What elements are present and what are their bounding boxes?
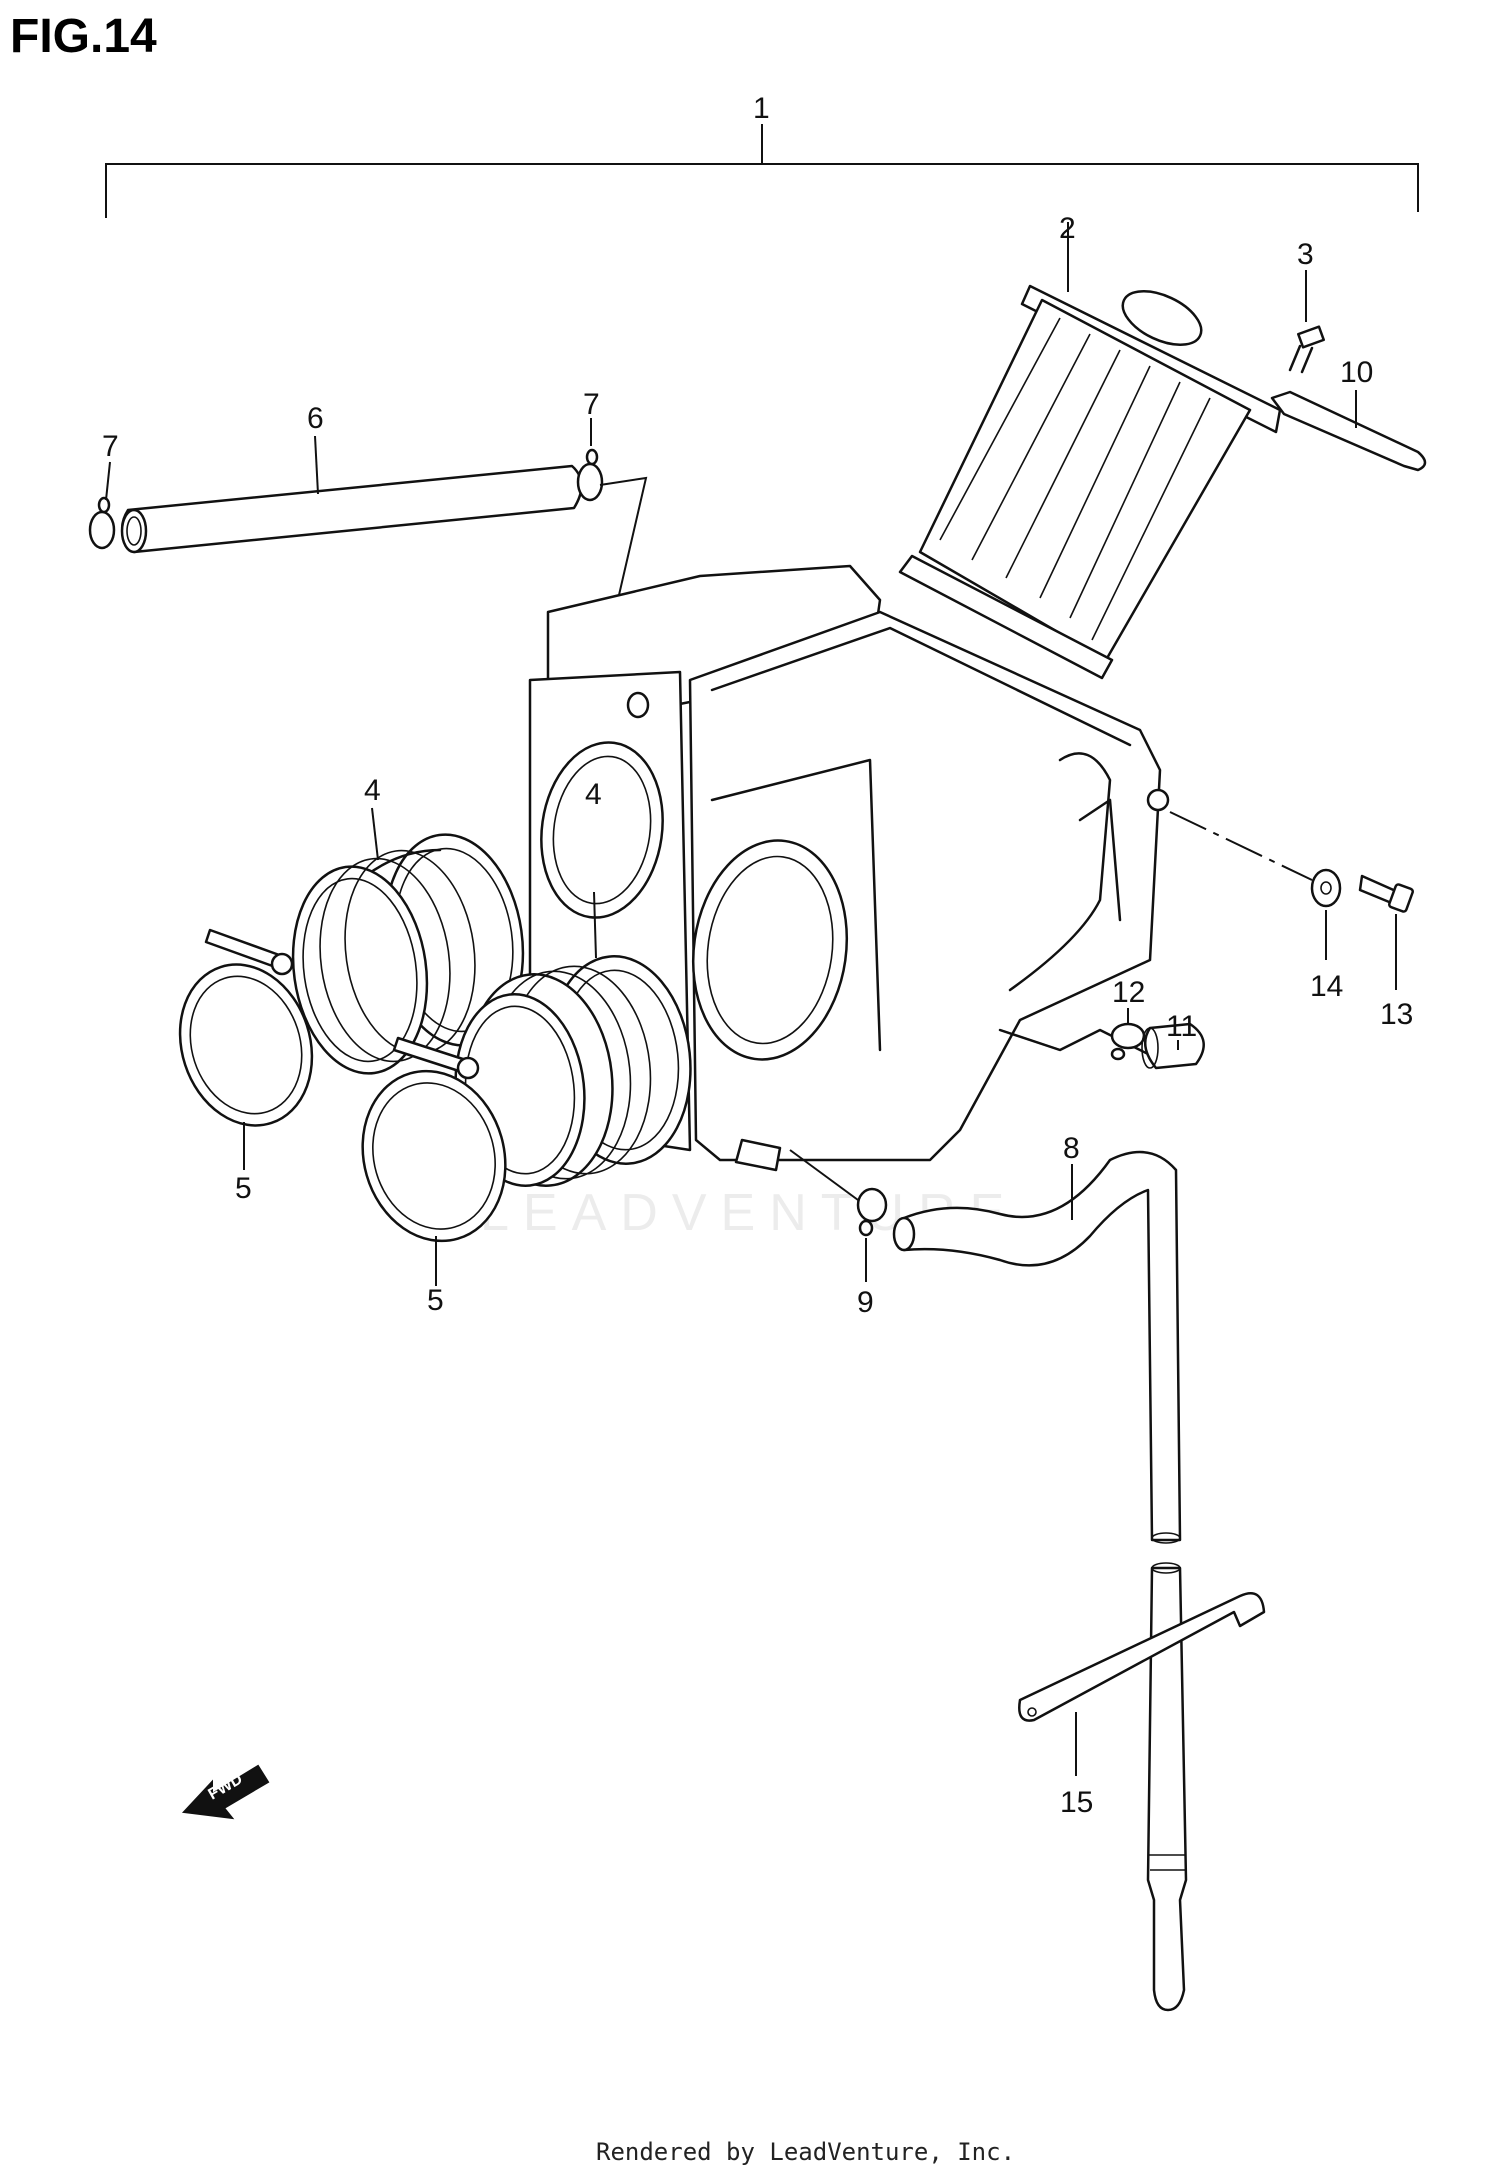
- washer-part-14: [1310, 868, 1342, 908]
- drain-tube-lower: [1146, 1562, 1188, 2012]
- hose-guide-part-15: [1018, 1592, 1266, 1722]
- callout-2: 2: [1059, 212, 1076, 245]
- drain-cap-part-11: [1141, 1022, 1205, 1070]
- callout-7a: 7: [102, 430, 119, 463]
- callout-5b: 5: [427, 1284, 444, 1317]
- clip-part-10: [1270, 390, 1427, 472]
- callout-4b: 4: [585, 778, 602, 811]
- callout-13: 13: [1380, 998, 1413, 1031]
- screw-part-3: [1288, 325, 1325, 374]
- callout-3: 3: [1297, 238, 1314, 271]
- callout-4a: 4: [364, 774, 381, 807]
- callout-9: 9: [857, 1286, 874, 1319]
- callout-7b: 7: [583, 388, 600, 421]
- callout-10: 10: [1340, 356, 1373, 389]
- callout-14: 14: [1310, 970, 1343, 1003]
- callout-11: 11: [1166, 1010, 1197, 1043]
- clamp-part-12: [1110, 1022, 1146, 1061]
- callout-8: 8: [1063, 1132, 1080, 1165]
- air-filter-element-part-2: [898, 284, 1282, 680]
- hose-part-6: [88, 448, 648, 713]
- callout-5a: 5: [235, 1172, 252, 1205]
- drain-hose-part-8: [892, 1150, 1182, 1544]
- hose-clamp-part-5-left: [178, 928, 314, 1127]
- callout-1: 1: [753, 92, 770, 125]
- bolt-part-13: [1358, 874, 1414, 913]
- callout-12: 12: [1112, 976, 1145, 1009]
- forward-direction-arrow-icon: FWD: [181, 1764, 270, 1820]
- callout-15: 15: [1060, 1786, 1093, 1819]
- callout-leaders: [105, 222, 1397, 1776]
- assembly-bracket: [105, 124, 1419, 218]
- clamp-part-9: [789, 1149, 888, 1237]
- footer-credit: Rendered by LeadVenture, Inc.: [596, 2138, 1015, 2166]
- hose-clamp-part-5-right: [361, 1036, 507, 1243]
- air-cleaner-case-part-1: [528, 564, 1170, 1172]
- intake-boot-part-4-left: [291, 833, 525, 1075]
- figure-title: FIG.14: [10, 10, 157, 63]
- callout-6: 6: [307, 402, 324, 435]
